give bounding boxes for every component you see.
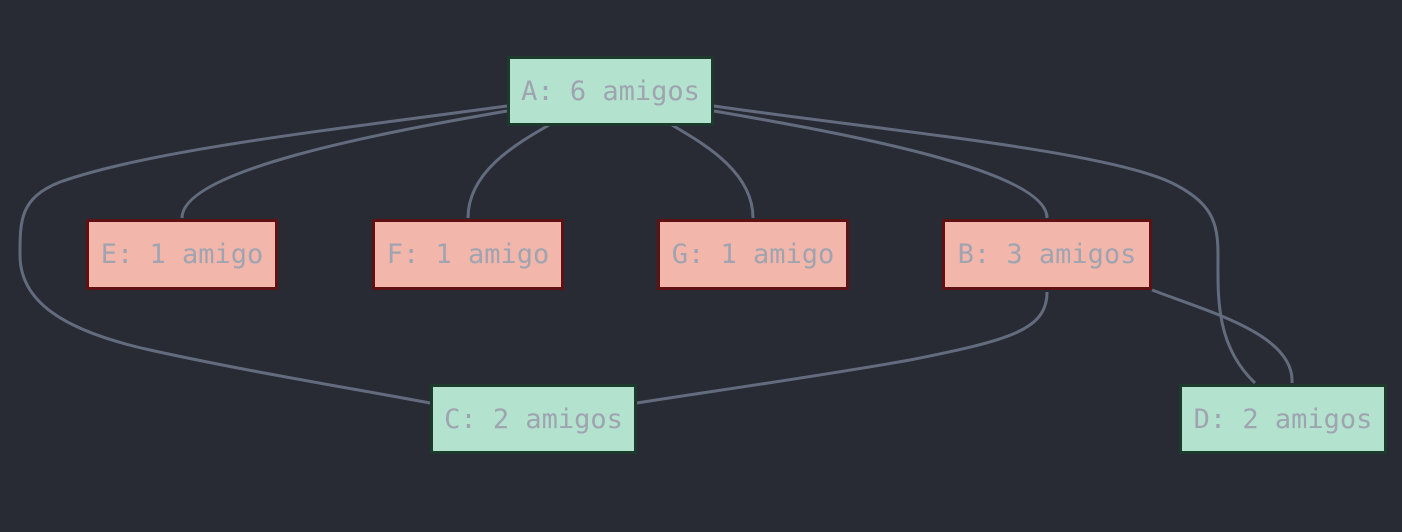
node-b-label: B: 3 amigos xyxy=(957,239,1137,270)
node-c-label: C: 2 amigos xyxy=(444,403,623,435)
node-b[interactable]: B: 3 amigos xyxy=(942,219,1152,290)
node-e-label: E: 1 amigo xyxy=(100,239,264,270)
edge-a-b xyxy=(713,109,1049,219)
node-d-label: D: 2 amigos xyxy=(1193,403,1373,435)
edge-a-e xyxy=(180,109,508,219)
node-a[interactable]: A: 6 amigos xyxy=(507,56,714,126)
edge-b-c xyxy=(636,291,1049,405)
node-f-label: F: 1 amigo xyxy=(386,239,550,270)
node-a-label: A: 6 amigos xyxy=(521,75,700,107)
node-g-label: G: 1 amigo xyxy=(671,239,835,270)
edge-a-d xyxy=(713,104,1257,385)
edge-b-d xyxy=(1151,288,1294,384)
node-d[interactable]: D: 2 amigos xyxy=(1179,384,1387,454)
node-c[interactable]: C: 2 amigos xyxy=(430,384,637,454)
node-e[interactable]: E: 1 amigo xyxy=(86,219,278,290)
node-f[interactable]: F: 1 amigo xyxy=(372,219,564,290)
edge-a-c xyxy=(18,104,508,405)
node-g[interactable]: G: 1 amigo xyxy=(657,219,849,290)
edge-a-g xyxy=(671,123,755,219)
edge-a-f xyxy=(466,123,550,219)
